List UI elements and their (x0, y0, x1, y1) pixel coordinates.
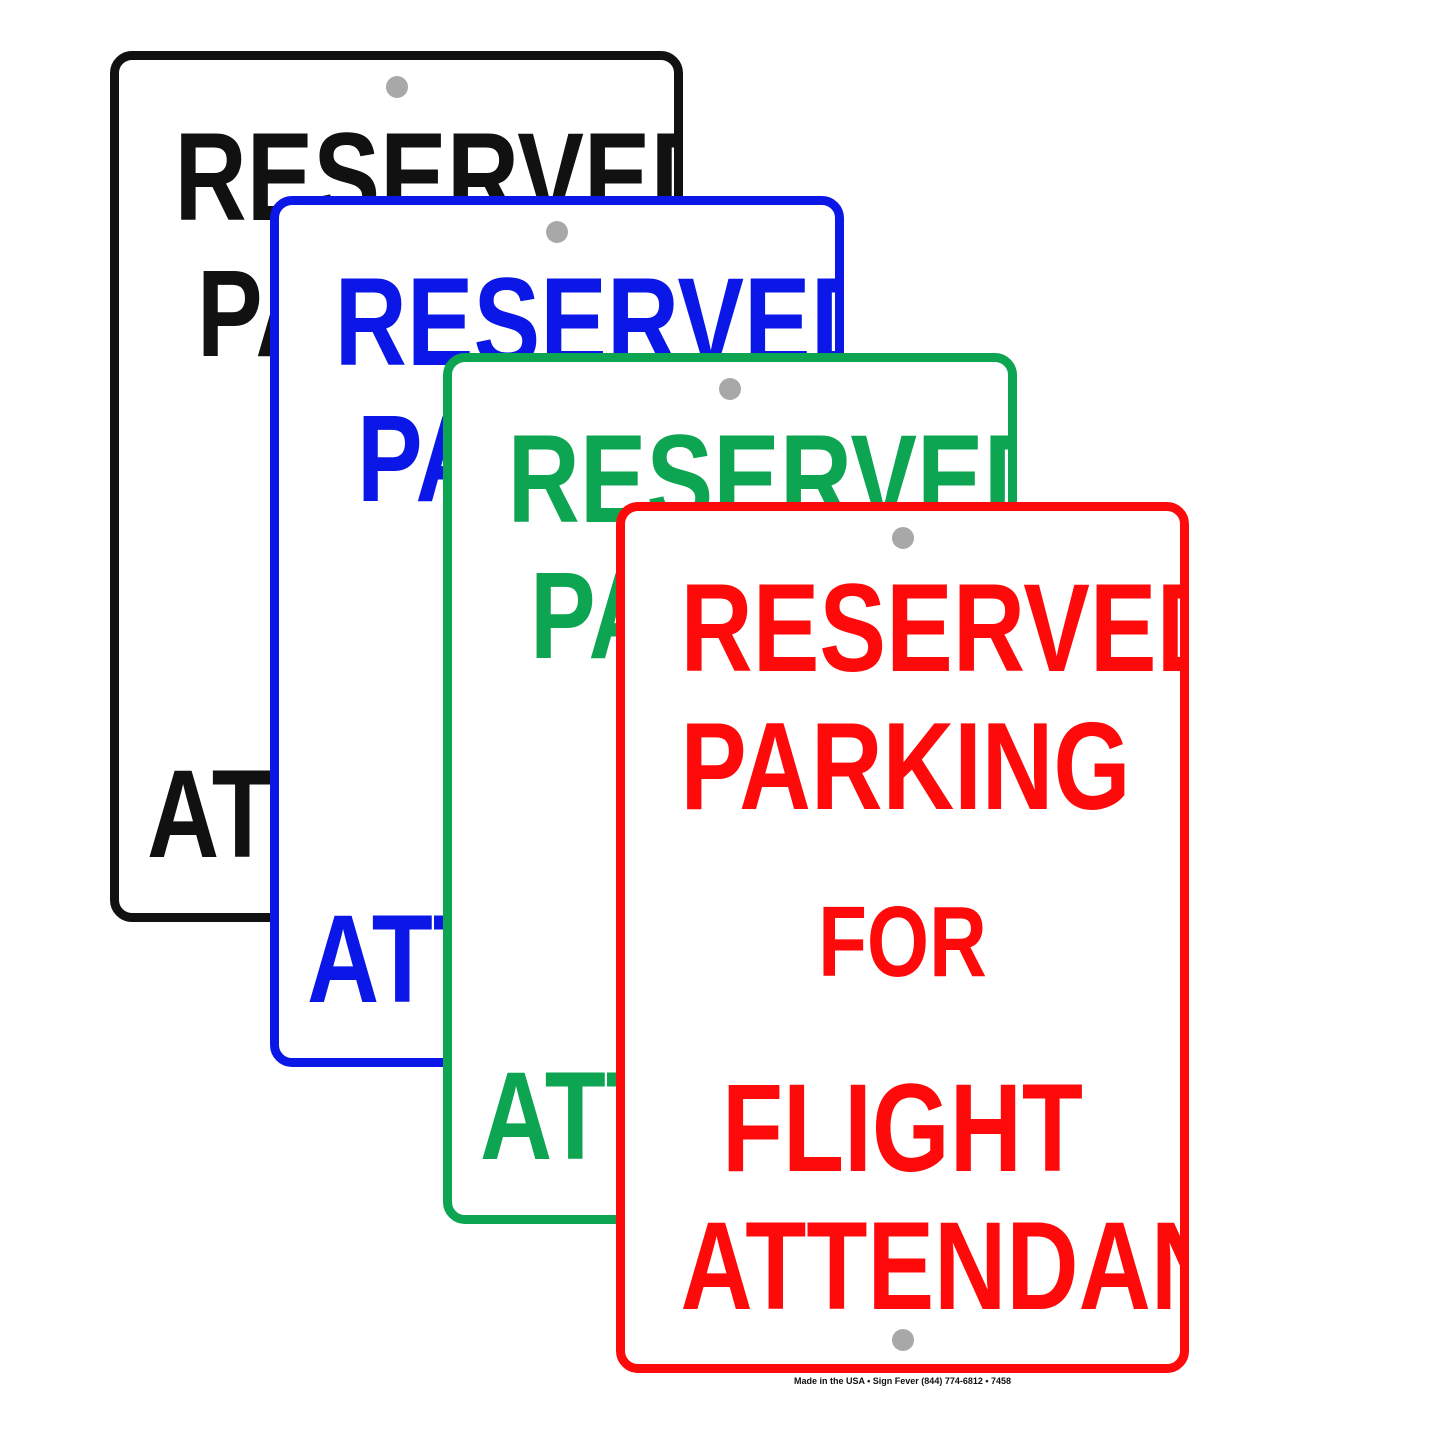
mounting-hole-top (719, 378, 741, 400)
mounting-hole-top (385, 76, 408, 98)
mounting-hole-bottom (891, 1329, 914, 1351)
manufacturer-footer: Made in the USA • Sign Fever (844) 774-6… (793, 1376, 1012, 1386)
sign-line-attendants: ATTENDANTS (680, 1197, 1181, 1336)
sign-line-parking: PARKING (680, 698, 1131, 836)
mounting-hole-top (546, 221, 568, 243)
sign-red: RESERVED PARKING FOR FLIGHT ATTENDANTS (616, 502, 1189, 1373)
sign-line-reserved: RESERVED (680, 559, 1189, 698)
sign-line-flight: FLIGHT (721, 1059, 1084, 1198)
mounting-hole-top (891, 527, 914, 549)
sign-line-for: FOR (818, 886, 987, 998)
